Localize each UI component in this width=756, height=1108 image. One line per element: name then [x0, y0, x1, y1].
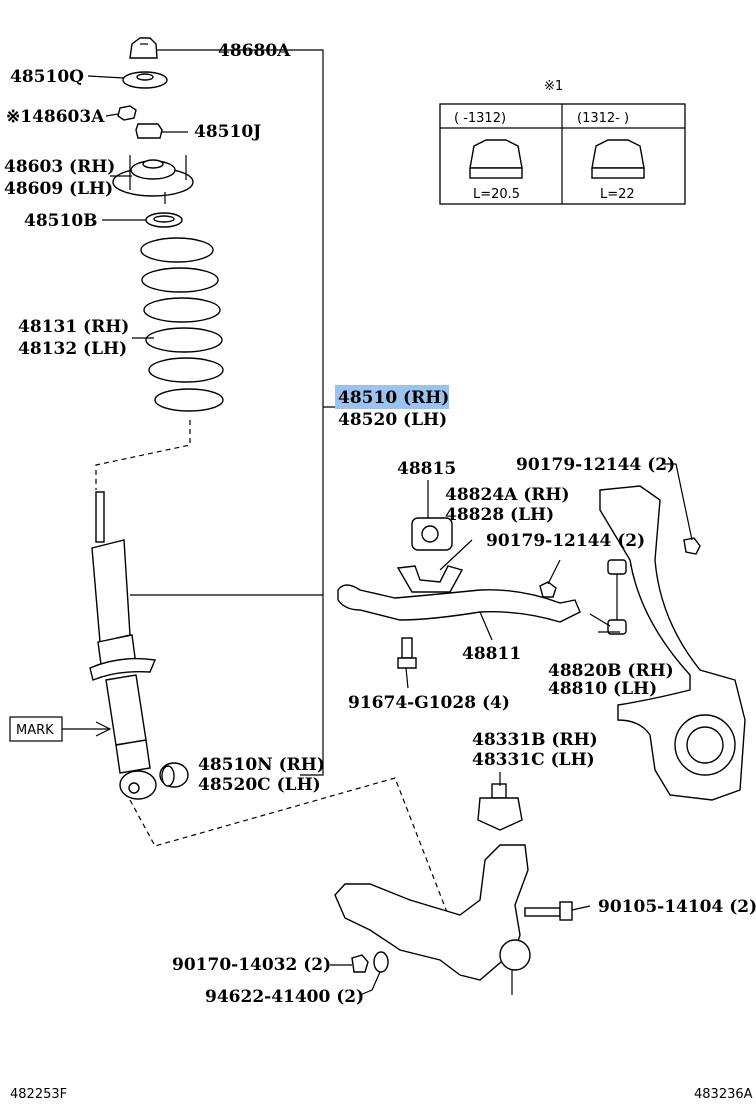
label-48603-rh[interactable]: 48603 (RH): [4, 157, 115, 177]
label-48510N-rh[interactable]: 48510N (RH): [198, 755, 325, 775]
seat-48510B[interactable]: [145, 212, 183, 228]
label-48810-lh[interactable]: 48810 (LH): [548, 679, 657, 699]
label-48820B-rh[interactable]: 48820B (RH): [548, 661, 674, 681]
label-48510B[interactable]: 48510B: [24, 211, 98, 231]
label-48609-lh[interactable]: 48609 (LH): [4, 179, 113, 199]
coil-spring-48131[interactable]: [140, 237, 224, 412]
bushing-48815[interactable]: [411, 517, 453, 551]
label-48680A[interactable]: 48680A: [218, 41, 291, 61]
spring-to-shock-guide: [95, 420, 191, 490]
inset-col2-length: L=22: [600, 187, 635, 202]
label-48520-lh[interactable]: 48520 (LH): [338, 410, 447, 430]
nut-48603A[interactable]: [117, 105, 137, 121]
nut-90179-a[interactable]: [539, 581, 557, 598]
ball-joint-48331B[interactable]: [477, 783, 523, 831]
label-48132-lh[interactable]: 48132 (LH): [18, 339, 127, 359]
bound-stopper-48680A[interactable]: [129, 37, 158, 59]
label-48603A[interactable]: ※148603A: [6, 107, 105, 127]
selected-part-highlight: [335, 385, 449, 409]
insulator-48510J[interactable]: [135, 123, 163, 139]
label-90179-mid[interactable]: 90179-12144 (2): [486, 531, 645, 551]
label-48815[interactable]: 48815: [397, 459, 456, 479]
steering-knuckle[interactable]: [599, 485, 746, 801]
washer-94622[interactable]: [373, 951, 389, 973]
label-48510-rh[interactable]: 48510 (RH): [338, 388, 449, 408]
assembly-bracket: [130, 49, 335, 776]
label-48811[interactable]: 48811: [462, 644, 521, 664]
inset-bolt-table: ※1 ( -1312) (1312- ) L=20.5 L=22: [439, 79, 686, 205]
shock-absorber-48510[interactable]: [89, 491, 157, 800]
label-90105[interactable]: 90105-14104 (2): [598, 897, 756, 917]
inset-col2-header: (1312- ): [577, 111, 629, 126]
label-48510J[interactable]: 48510J: [194, 122, 261, 142]
bracket-48824A[interactable]: [396, 565, 464, 593]
bushing-48510N[interactable]: [159, 762, 189, 788]
label-90179-top[interactable]: 90179-12144 (2): [516, 455, 675, 475]
bolt-90105[interactable]: [524, 901, 573, 921]
inset-col1-header: ( -1312): [454, 111, 506, 126]
label-48828-lh[interactable]: 48828 (LH): [445, 505, 554, 525]
label-91674[interactable]: 91674-G1028 (4): [348, 693, 510, 713]
label-94622[interactable]: 94622-41400 (2): [205, 987, 364, 1007]
support-48603[interactable]: [112, 155, 194, 204]
nut-90179-b[interactable]: [683, 537, 701, 555]
link-48820B[interactable]: [589, 559, 627, 635]
label-48331C-lh[interactable]: 48331C (LH): [472, 750, 595, 770]
footer-right-code: 483236A: [694, 1087, 753, 1102]
bolt-91674[interactable]: [397, 637, 417, 669]
label-90170[interactable]: 90170-14032 (2): [172, 955, 331, 975]
insulator-48510Q[interactable]: [122, 71, 168, 89]
label-48520C-lh[interactable]: 48520C (LH): [198, 775, 321, 795]
leader-lines: [87, 75, 693, 996]
label-48824A-rh[interactable]: 48824A (RH): [445, 485, 570, 505]
inset-title: ※1: [544, 79, 563, 94]
stabilizer-bar-48811[interactable]: [337, 584, 581, 623]
footer-left-code: 482253F: [10, 1087, 67, 1102]
mark-callout: MARK: [9, 716, 112, 742]
nut-90170[interactable]: [351, 954, 369, 973]
inset-col1-length: L=20.5: [473, 187, 520, 202]
label-48331B-rh[interactable]: 48331B (RH): [472, 730, 598, 750]
label-48510Q[interactable]: 48510Q: [10, 67, 84, 87]
mark-label: MARK: [16, 723, 54, 738]
lower-arm[interactable]: [334, 844, 531, 995]
label-48131-rh[interactable]: 48131 (RH): [18, 317, 129, 337]
